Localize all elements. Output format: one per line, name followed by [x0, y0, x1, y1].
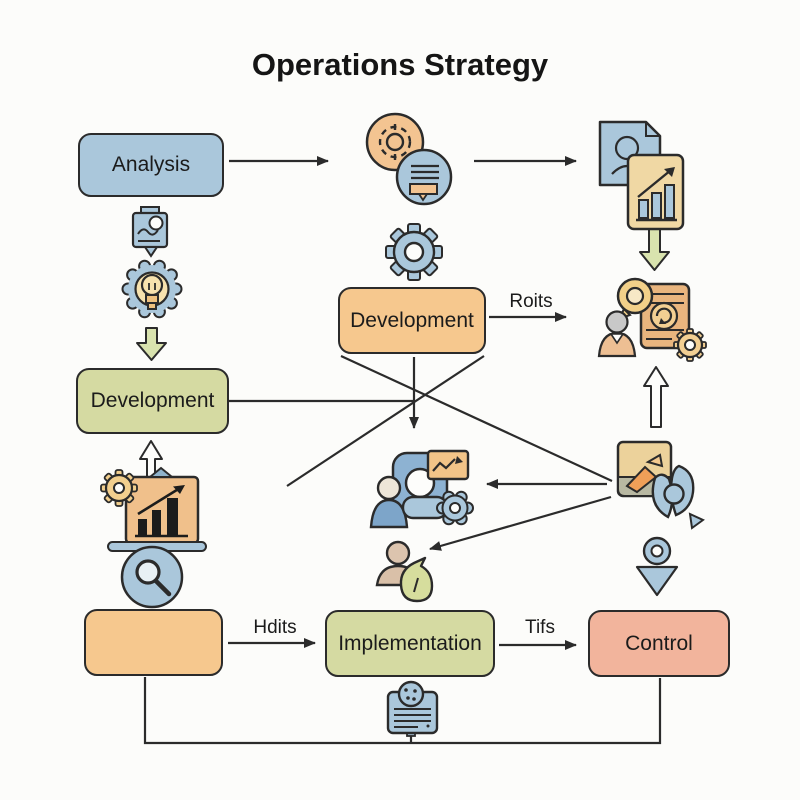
node-unlabeled-process — [84, 609, 223, 676]
edge-diagonal-left — [286, 355, 485, 487]
edge-bottom-connector — [143, 677, 662, 745]
node-development-left: Development — [76, 368, 229, 434]
connector-gear-icon — [385, 223, 443, 281]
person-funds-icon — [375, 540, 434, 603]
idea-gear-bulb-icon — [121, 259, 183, 319]
node-control-label: Control — [625, 631, 693, 655]
report-documents-icon — [598, 120, 685, 231]
team-collaboration-icon — [369, 449, 474, 529]
pin-down-arrow-icon — [635, 536, 679, 597]
diagram-title: Operations Strategy — [251, 46, 549, 82]
edge-target-to-person — [429, 495, 612, 551]
analytics-laptop-icon — [100, 466, 207, 552]
edge-label-roits: Roits — [509, 291, 553, 312]
node-development-top-label: Development — [350, 308, 474, 332]
green-down-arrow-icon — [639, 223, 670, 271]
process-chat-circles-icon — [365, 112, 453, 206]
review-person-document-icon — [597, 277, 707, 362]
node-control: Control — [588, 610, 730, 677]
node-implementation-label: Implementation — [338, 631, 482, 655]
node-development-top: Development — [338, 287, 486, 354]
edge-label-hdits: Hdits — [253, 617, 297, 638]
edge-label-tifs: Tifs — [525, 617, 555, 638]
notes-clipboard-icon — [386, 680, 439, 737]
outline-up-arrow-icon — [643, 366, 669, 428]
connector-lines — [143, 156, 662, 745]
node-development-left-label: Development — [90, 389, 215, 412]
node-implementation: Implementation — [325, 610, 495, 677]
node-analysis: Analysis — [78, 133, 224, 197]
green-down-arrow-icon — [136, 327, 167, 361]
target-person-icon — [616, 440, 705, 530]
node-analysis-label: Analysis — [111, 153, 191, 176]
search-icon — [120, 545, 184, 609]
insight-note-icon — [131, 206, 169, 258]
edge-diagonal-right — [340, 355, 613, 482]
